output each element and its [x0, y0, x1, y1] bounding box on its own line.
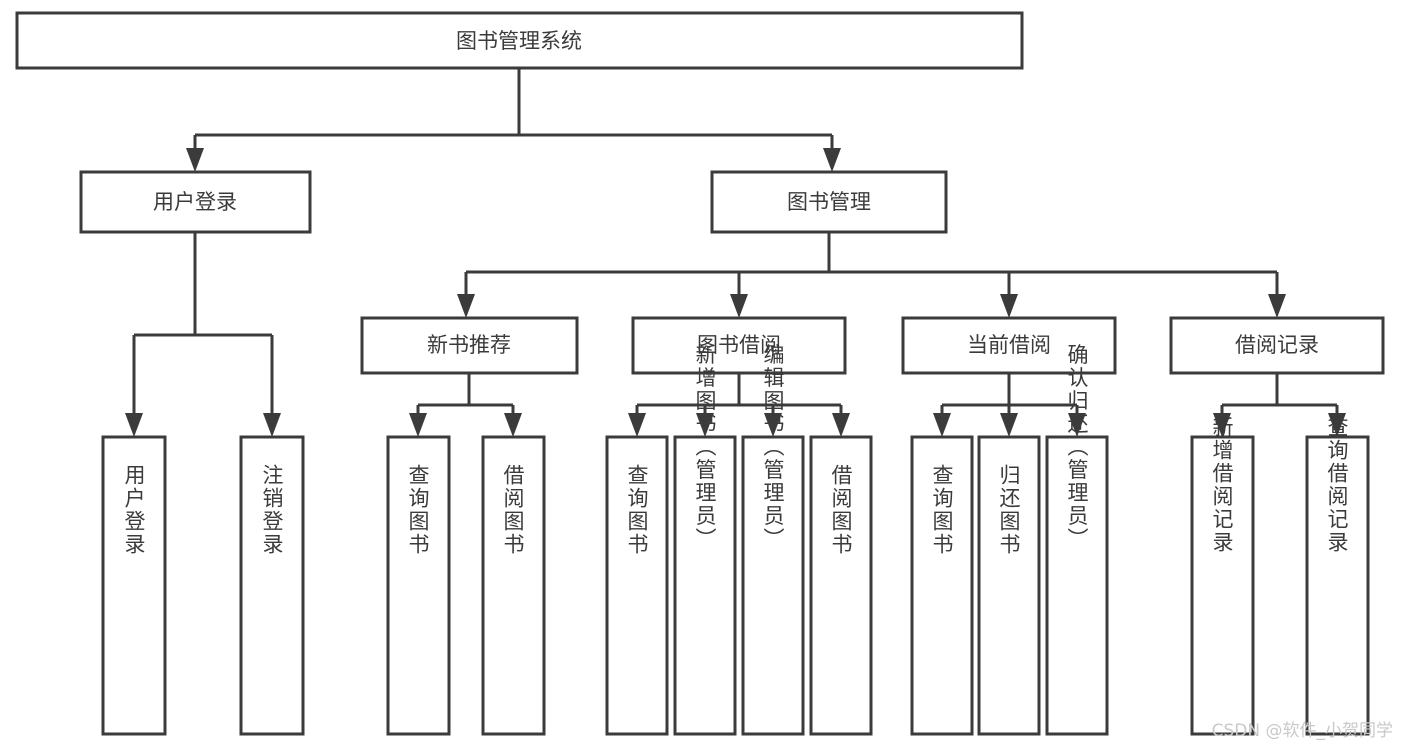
- node-root-box[interactable]: [15, 11, 1024, 70]
- arrow-root-to-book-manage: [823, 148, 841, 172]
- node-leaf-user-login[interactable]: 用户登录: [101, 435, 167, 736]
- arrow-to-leaf-query-book-a: [409, 413, 427, 437]
- arrow-to-leaf-return-book: [1000, 413, 1018, 437]
- node-leaf-edit-book-box[interactable]: [741, 435, 805, 736]
- arrow-to-leaf-add-book: [696, 413, 714, 437]
- node-leaf-query-book-b-box[interactable]: [605, 435, 669, 736]
- node-leaf-logout-box[interactable]: [239, 435, 305, 736]
- edge-userlogin-to-leaves: [132, 232, 274, 423]
- node-current-borrow-box[interactable]: [901, 316, 1117, 375]
- node-book-borrow[interactable]: 图书借阅: [631, 316, 847, 375]
- node-leaf-add-record-label: 新增借阅记录: [1210, 416, 1234, 554]
- node-leaf-confirm-return-box[interactable]: [1045, 435, 1109, 736]
- node-book-manage-label: 图书管理: [787, 190, 871, 214]
- node-borrow-record-box[interactable]: [1169, 316, 1385, 375]
- edge-root-to-level2: [193, 68, 834, 158]
- node-leaf-query-record[interactable]: 查询借阅记录: [1305, 416, 1370, 736]
- node-leaf-borrow-book-a-label: 借阅图书: [501, 464, 525, 556]
- arrow-to-leaf-confirm-return: [1068, 413, 1086, 437]
- arrow-to-leaf-borrow-book-b: [832, 413, 850, 437]
- arrow-to-leaf-user-login: [125, 413, 143, 437]
- edge-borrowrecord-to-leaves: [1220, 373, 1339, 423]
- node-borrow-record[interactable]: 借阅记录: [1169, 316, 1385, 375]
- connector-layer: [125, 68, 1346, 437]
- node-book-borrow-box[interactable]: [631, 316, 847, 375]
- node-new-book-rec[interactable]: 新书推荐: [360, 316, 579, 375]
- node-root[interactable]: 图书管理系统: [15, 11, 1024, 70]
- node-leaf-query-book-a[interactable]: 查询图书: [386, 435, 451, 736]
- node-leaf-query-book-a-box[interactable]: [386, 435, 451, 736]
- node-leaf-edit-book-label: 编辑图书（管理员）: [761, 344, 785, 551]
- node-book-borrow-label: 图书借阅: [697, 333, 781, 357]
- node-borrow-record-label: 借阅记录: [1235, 333, 1319, 357]
- node-leaf-borrow-book-b-label: 借阅图书: [829, 464, 853, 556]
- arrow-to-leaf-query-record: [1328, 413, 1346, 437]
- node-book-manage-box[interactable]: [710, 170, 948, 234]
- node-leaf-user-login-label: 用户登录: [122, 464, 146, 556]
- node-leaf-add-book-box[interactable]: [673, 435, 737, 736]
- arrow-to-leaf-logout: [263, 413, 281, 437]
- node-leaf-return-book-label: 归还图书: [997, 464, 1021, 556]
- node-leaf-logout-label: 注销登录: [260, 464, 284, 556]
- node-leaf-user-login-box[interactable]: [101, 435, 167, 736]
- node-leaf-logout[interactable]: 注销登录: [239, 435, 305, 736]
- node-leaf-query-record-label: 查询借阅记录: [1325, 416, 1349, 554]
- arrow-to-leaf-add-record: [1213, 413, 1231, 437]
- node-leaf-borrow-book-b-box[interactable]: [809, 435, 873, 736]
- node-current-borrow-label: 当前借阅: [967, 333, 1051, 357]
- node-leaf-add-book[interactable]: 新增图书（管理员）: [673, 344, 737, 736]
- node-leaf-query-book-c[interactable]: 查询图书: [910, 435, 974, 736]
- node-leaf-query-book-c-box[interactable]: [910, 435, 974, 736]
- node-current-borrow[interactable]: 当前借阅: [901, 316, 1117, 375]
- node-book-manage[interactable]: 图书管理: [710, 170, 948, 234]
- node-user-login-label: 用户登录: [153, 190, 237, 214]
- node-user-login[interactable]: 用户登录: [79, 170, 312, 234]
- edge-bookborrow-to-leaves: [635, 373, 843, 423]
- watermark-text: CSDN @软件_小贺同学: [1211, 721, 1393, 741]
- node-leaf-borrow-book-a-box[interactable]: [481, 435, 546, 736]
- node-leaf-return-book[interactable]: 归还图书: [977, 435, 1041, 736]
- arrow-to-borrow-record: [1268, 294, 1286, 318]
- arrow-to-leaf-query-book-c: [933, 413, 951, 437]
- arrow-to-current-borrow: [1000, 294, 1018, 318]
- arrow-to-leaf-borrow-book-a: [504, 413, 522, 437]
- arrow-to-new-book-rec: [457, 294, 475, 318]
- node-user-login-box[interactable]: [79, 170, 312, 234]
- node-leaf-borrow-book-b[interactable]: 借阅图书: [809, 435, 873, 736]
- node-leaf-add-record[interactable]: 新增借阅记录: [1190, 416, 1255, 736]
- arrow-to-leaf-edit-book: [764, 413, 782, 437]
- node-leaf-query-book-c-label: 查询图书: [930, 464, 954, 556]
- node-leaf-edit-book[interactable]: 编辑图书（管理员）: [741, 344, 805, 736]
- node-leaf-return-book-box[interactable]: [977, 435, 1041, 736]
- arrow-to-leaf-query-book-b: [628, 413, 646, 437]
- node-leaf-confirm-return[interactable]: 确认归还（管理员）: [1045, 344, 1109, 736]
- node-leaf-query-record-box[interactable]: [1305, 435, 1370, 736]
- edge-bookmanage-to-level3: [464, 232, 1279, 304]
- node-leaf-confirm-return-label: 确认归还（管理员）: [1065, 344, 1089, 551]
- arrow-root-to-user-login: [186, 148, 204, 172]
- node-leaf-add-record-box[interactable]: [1190, 435, 1255, 736]
- node-leaf-query-book-a-label: 查询图书: [406, 464, 430, 556]
- node-new-book-rec-box[interactable]: [360, 316, 579, 375]
- node-leaf-add-book-label: 新增图书（管理员）: [693, 344, 717, 551]
- node-leaf-query-book-b[interactable]: 查询图书: [605, 435, 669, 736]
- edge-newbookrec-to-leaves: [416, 373, 515, 423]
- node-leaf-query-book-b-label: 查询图书: [625, 464, 649, 556]
- node-leaf-borrow-book-a[interactable]: 借阅图书: [481, 435, 546, 736]
- arrow-to-book-borrow: [730, 294, 748, 318]
- node-new-book-rec-label: 新书推荐: [427, 333, 511, 357]
- node-root-label: 图书管理系统: [456, 29, 582, 53]
